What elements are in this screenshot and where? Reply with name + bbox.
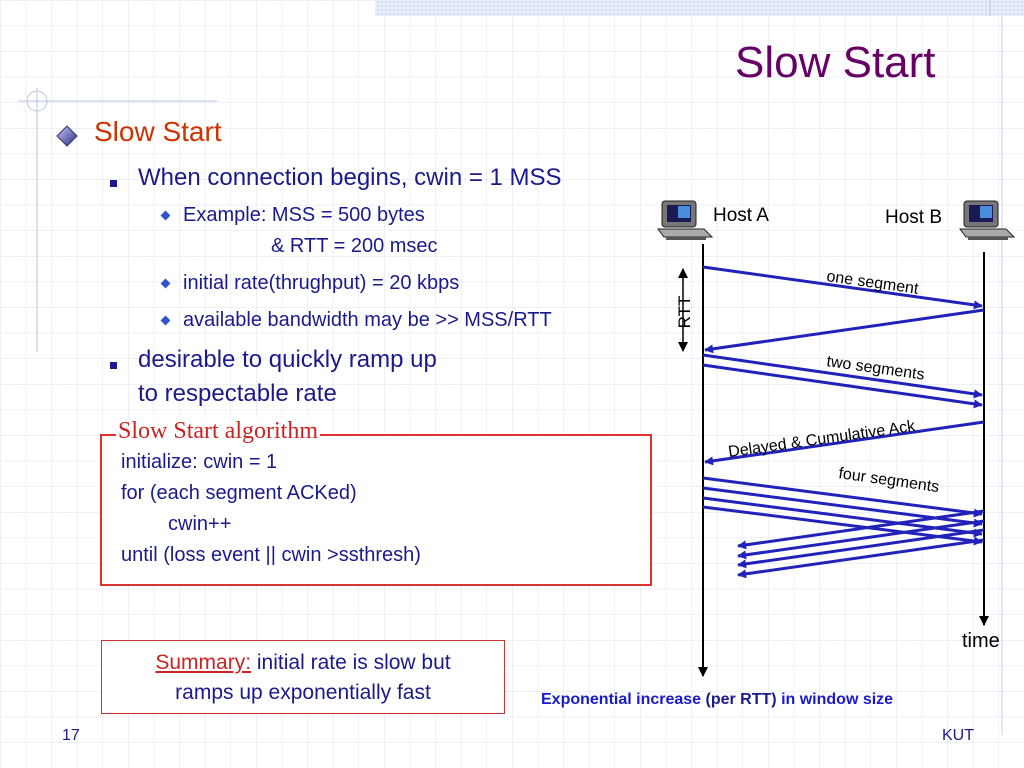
host-b-label: Host B: [885, 207, 943, 228]
host-a-label: Host A: [713, 205, 769, 226]
arrow-two-segments-1: [702, 353, 983, 399]
algorithm-title: Slow Start algorithm: [116, 418, 320, 445]
bullet-connection-begins: When connection begins, cwin = 1 MSS: [138, 164, 562, 191]
summary-label: Summary:: [155, 651, 252, 674]
arrow-two-segments-2: [702, 363, 983, 409]
bullet-example-rtt: & RTT = 200 msec: [271, 235, 438, 257]
top-dotted-band: [375, 0, 1024, 16]
summary-box: [101, 640, 505, 714]
slide-title: Slow Start: [735, 38, 936, 87]
bullet-slow-start: Slow Start: [94, 116, 222, 147]
host-a-computer-icon: [657, 200, 714, 240]
algorithm-box: [100, 434, 652, 586]
label-four-segments: four segments: [837, 465, 940, 496]
arrow-ack-1: [704, 308, 985, 354]
label-delayed-ack: Delayed & Cumulative Ack: [727, 418, 917, 461]
square-bullet-icon: [110, 180, 117, 187]
algorithm-line-for-each: for (each segment ACKed): [121, 482, 357, 504]
arrow-one-segment: [702, 265, 983, 310]
host-b-computer-icon: [959, 200, 1016, 240]
footer-text: KUT: [942, 727, 974, 744]
rtt-label: RTT: [675, 296, 694, 329]
bullet-ramp-up-line1: desirable to quickly ramp up: [138, 346, 437, 373]
arrow-four-segments-1: [702, 476, 983, 518]
square-bullet-icon: [110, 362, 117, 369]
caption-window-size: in window size: [781, 691, 894, 708]
time-label: time: [962, 630, 1000, 652]
diamond-bullet-icon: [56, 125, 78, 147]
algorithm-line-until: until (loss event || cwin >ssthresh): [121, 544, 421, 566]
bullet-initial-rate: initial rate(thrughput) = 20 kbps: [183, 272, 460, 294]
summary-line1: initial rate is slow but: [251, 651, 451, 674]
algorithm-line-cwin-increment: cwin++: [168, 513, 232, 535]
corner-circle-decoration: [26, 90, 48, 112]
arrow-delayed-ack: [704, 420, 985, 466]
slide-number: 17: [62, 727, 80, 744]
algorithm-line-initialize: initialize: cwin = 1: [121, 451, 278, 473]
diagram-caption: Exponential increase (per RTT) in window…: [541, 691, 893, 709]
bullet-available-bandwidth: available bandwidth may be >> MSS/RTT: [183, 309, 552, 331]
caption-exponential-increase: Exponential increase: [541, 691, 702, 708]
caption-per-rtt: (per RTT): [701, 691, 782, 708]
label-one-segment: one segment: [825, 268, 920, 298]
arrow-return-3: [737, 528, 985, 569]
bullet-example-mss: Example: MSS = 500 bytes: [183, 204, 425, 226]
arrow-return-1: [737, 509, 985, 550]
arrow-return-2: [737, 519, 985, 560]
arrow-return-4: [737, 538, 985, 579]
summary-text: Summary: initial rate is slow but ramps …: [101, 648, 505, 708]
summary-line2: ramps up exponentially fast: [175, 681, 431, 704]
bullet-ramp-up-line2: to respectable rate: [138, 380, 337, 407]
